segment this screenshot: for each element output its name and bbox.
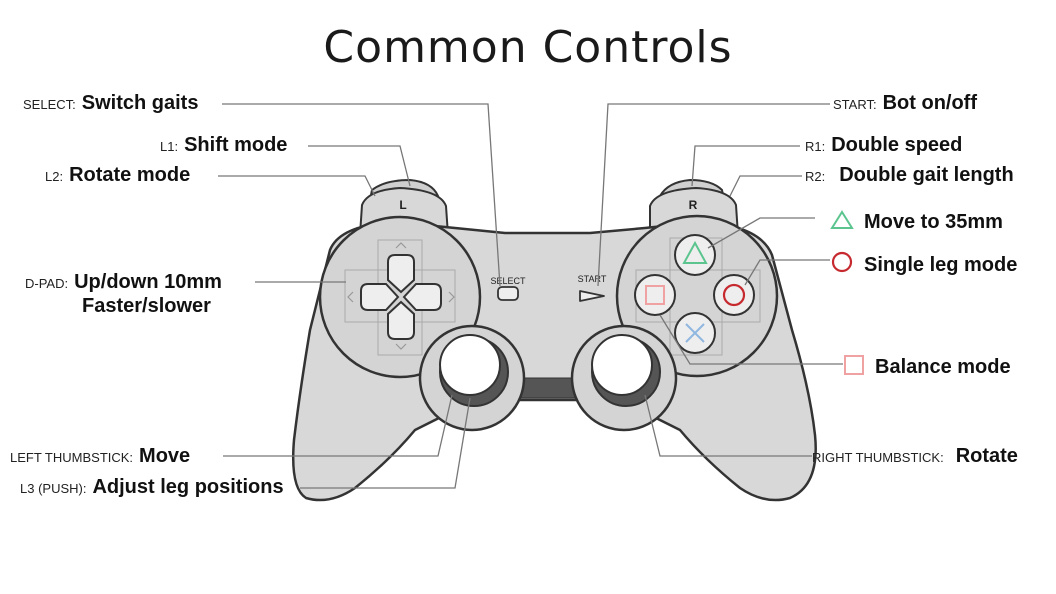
label-l3: L3 (PUSH): Adjust leg positions (20, 477, 284, 497)
face-button-housing (615, 214, 779, 378)
circle-icon (722, 283, 746, 307)
dpad-right-button[interactable] (402, 283, 442, 311)
label-l2: L2: Rotate mode (45, 165, 190, 185)
leader-circle (744, 259, 830, 286)
leader-r2 (729, 175, 802, 197)
label-start: START: Bot on/off (833, 93, 977, 113)
dpad-action-2: Faster/slower (82, 295, 211, 317)
dpad-key: D-PAD: (25, 276, 69, 291)
circle-button[interactable] (713, 274, 755, 316)
l1-key: L1: (160, 139, 179, 154)
start-key: START: (833, 97, 877, 112)
start-action: Bot on/off (882, 92, 977, 114)
r1-key: R1: (805, 139, 826, 154)
select-button-text: SELECT (490, 276, 526, 286)
label-right-stick: RIGHT THUMBSTICK: Rotate (812, 446, 1018, 466)
leader-square (659, 314, 843, 365)
r1-action: Double speed (831, 134, 963, 156)
triangle-icon (830, 210, 854, 229)
left-stick-key: LEFT THUMBSTICK: (10, 450, 134, 465)
label-triangle: Move to 35mm (830, 208, 1003, 232)
leader-triangle (707, 217, 815, 249)
page-title: Common Controls (323, 22, 733, 73)
circle-action: Single leg mode (864, 254, 1018, 276)
label-circle: Single leg mode (830, 249, 1017, 275)
triangle-icon (682, 240, 708, 264)
start-button-text: START (578, 274, 607, 284)
leader-r1 (691, 145, 800, 187)
start-button[interactable] (579, 290, 605, 302)
label-l1: L1: Shift mode (160, 135, 287, 155)
leader-lines (218, 103, 843, 489)
l2-key: L2: (45, 169, 64, 184)
dpad-left-button[interactable] (360, 283, 400, 311)
leader-right-stick (644, 394, 812, 457)
l1-action: Shift mode (184, 134, 288, 156)
label-square: Balance mode (843, 353, 1011, 377)
left-stick-action: Move (139, 445, 191, 467)
circle-icon (831, 251, 853, 273)
leader-l3 (300, 397, 471, 489)
leader-l1 (308, 145, 411, 187)
dpad-down-button[interactable] (387, 300, 415, 340)
label-left-stick: LEFT THUMBSTICK: Move (10, 446, 190, 466)
left-shoulder-letter: L (399, 198, 406, 212)
label-select: SELECT: Switch gaits (23, 93, 198, 113)
select-key: SELECT: (23, 97, 76, 112)
right-stick-key: RIGHT THUMBSTICK: (812, 450, 944, 465)
leader-select (222, 103, 501, 287)
left-thumbstick[interactable] (418, 324, 526, 432)
right-stick-action: Rotate (955, 445, 1018, 467)
select-action: Switch gaits (81, 92, 199, 114)
r2-action: Double gait length (839, 164, 1014, 186)
r2-key: R2: (805, 169, 826, 184)
select-button[interactable] (497, 286, 519, 301)
right-shoulder-letter: R (689, 198, 698, 212)
square-action: Balance mode (875, 356, 1011, 378)
l3-key: L3 (PUSH): (20, 481, 87, 496)
cross-icon (685, 323, 705, 343)
l3-action: Adjust leg positions (92, 476, 284, 498)
label-r2: R2: Double gait length (805, 165, 1014, 185)
square-button[interactable] (634, 274, 676, 316)
l2-action: Rotate mode (69, 164, 191, 186)
square-icon (645, 285, 665, 305)
leader-start (597, 103, 830, 287)
label-r1: R1: Double speed (805, 135, 962, 155)
square-icon (844, 355, 864, 375)
triangle-button[interactable] (674, 234, 716, 276)
right-thumbstick[interactable] (570, 324, 678, 432)
leader-left-stick (223, 394, 453, 457)
dpad-action: Up/down 10mm (74, 271, 222, 293)
dpad-up-button[interactable] (387, 254, 415, 294)
label-dpad: D-PAD: Up/down 10mm (25, 272, 222, 292)
leader-l2 (218, 175, 376, 197)
triangle-action: Move to 35mm (864, 211, 1003, 233)
